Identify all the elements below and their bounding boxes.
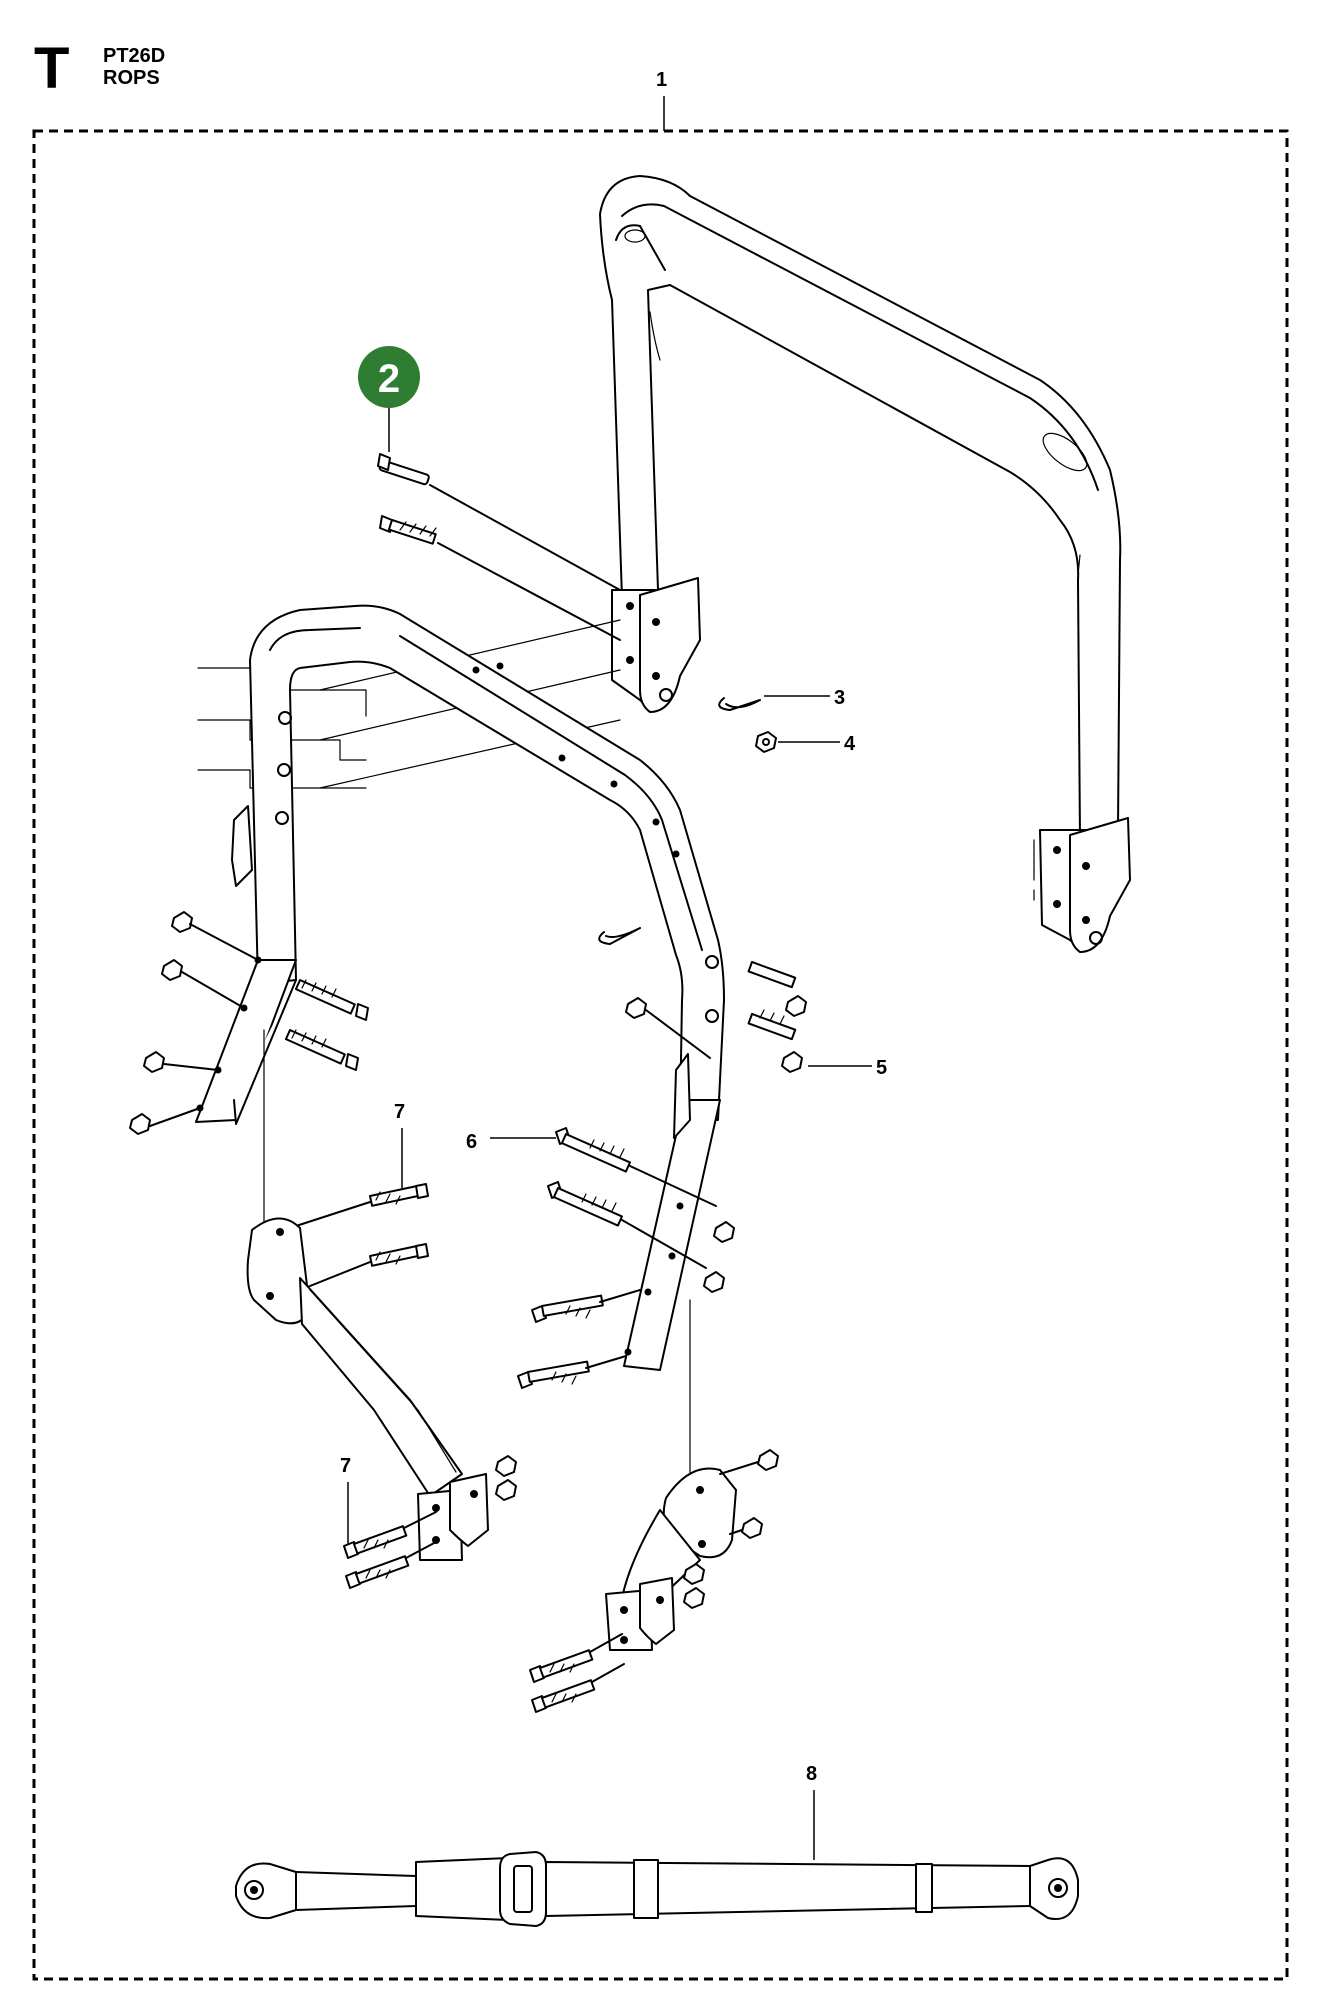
callout-8-label: 8 [806, 1763, 817, 1785]
highlight-marker-2[interactable]: 2 [358, 346, 420, 452]
left-support-strut [246, 1029, 517, 1561]
callout-7-upper: 7 [295, 1101, 429, 1291]
right-support-strut [529, 1299, 779, 1713]
long-bolts [547, 1127, 735, 1293]
callout-3-label: 3 [834, 687, 845, 709]
hair-pin-clip [718, 697, 761, 711]
model-label: PT26D [103, 45, 165, 67]
assembly-boundary [32, 129, 1289, 1981]
upright-bolts [295, 1183, 429, 1291]
callout-7-lower: 7 [340, 1455, 437, 1589]
callout-5: 5 [808, 1057, 887, 1079]
assembly-label: ROPS [103, 67, 160, 89]
leg-mount-bolts [517, 1289, 641, 1389]
right-side-fasteners [598, 927, 807, 1073]
callout-7a-label: 7 [394, 1101, 405, 1123]
upper-rops-hoop [599, 175, 1131, 953]
pin-bolt-set-2 [377, 453, 621, 641]
callout-4: 4 [755, 731, 856, 755]
callout-3: 3 [718, 687, 845, 711]
strut-bolts-left [343, 1511, 437, 1589]
callout-6-label: 6 [466, 1131, 477, 1153]
callout-8: 8 [235, 1763, 1079, 1927]
highlight-label: 2 [378, 357, 400, 401]
seat-belt [235, 1851, 1079, 1927]
left-side-fasteners [129, 911, 369, 1135]
section-letter: T [34, 36, 69, 101]
callout-7b-label: 7 [340, 1455, 351, 1477]
header: T PT26D ROPS [34, 36, 165, 101]
callout-4-label: 4 [844, 733, 856, 755]
callout-5-label: 5 [876, 1057, 887, 1079]
lower-rops-frame [195, 604, 725, 1371]
highlight-circle[interactable] [358, 346, 420, 408]
callout-6: 6 [466, 1127, 735, 1293]
callout-1-label: 1 [656, 69, 667, 91]
lock-nut [755, 731, 777, 753]
callout-1: 1 [656, 69, 667, 131]
